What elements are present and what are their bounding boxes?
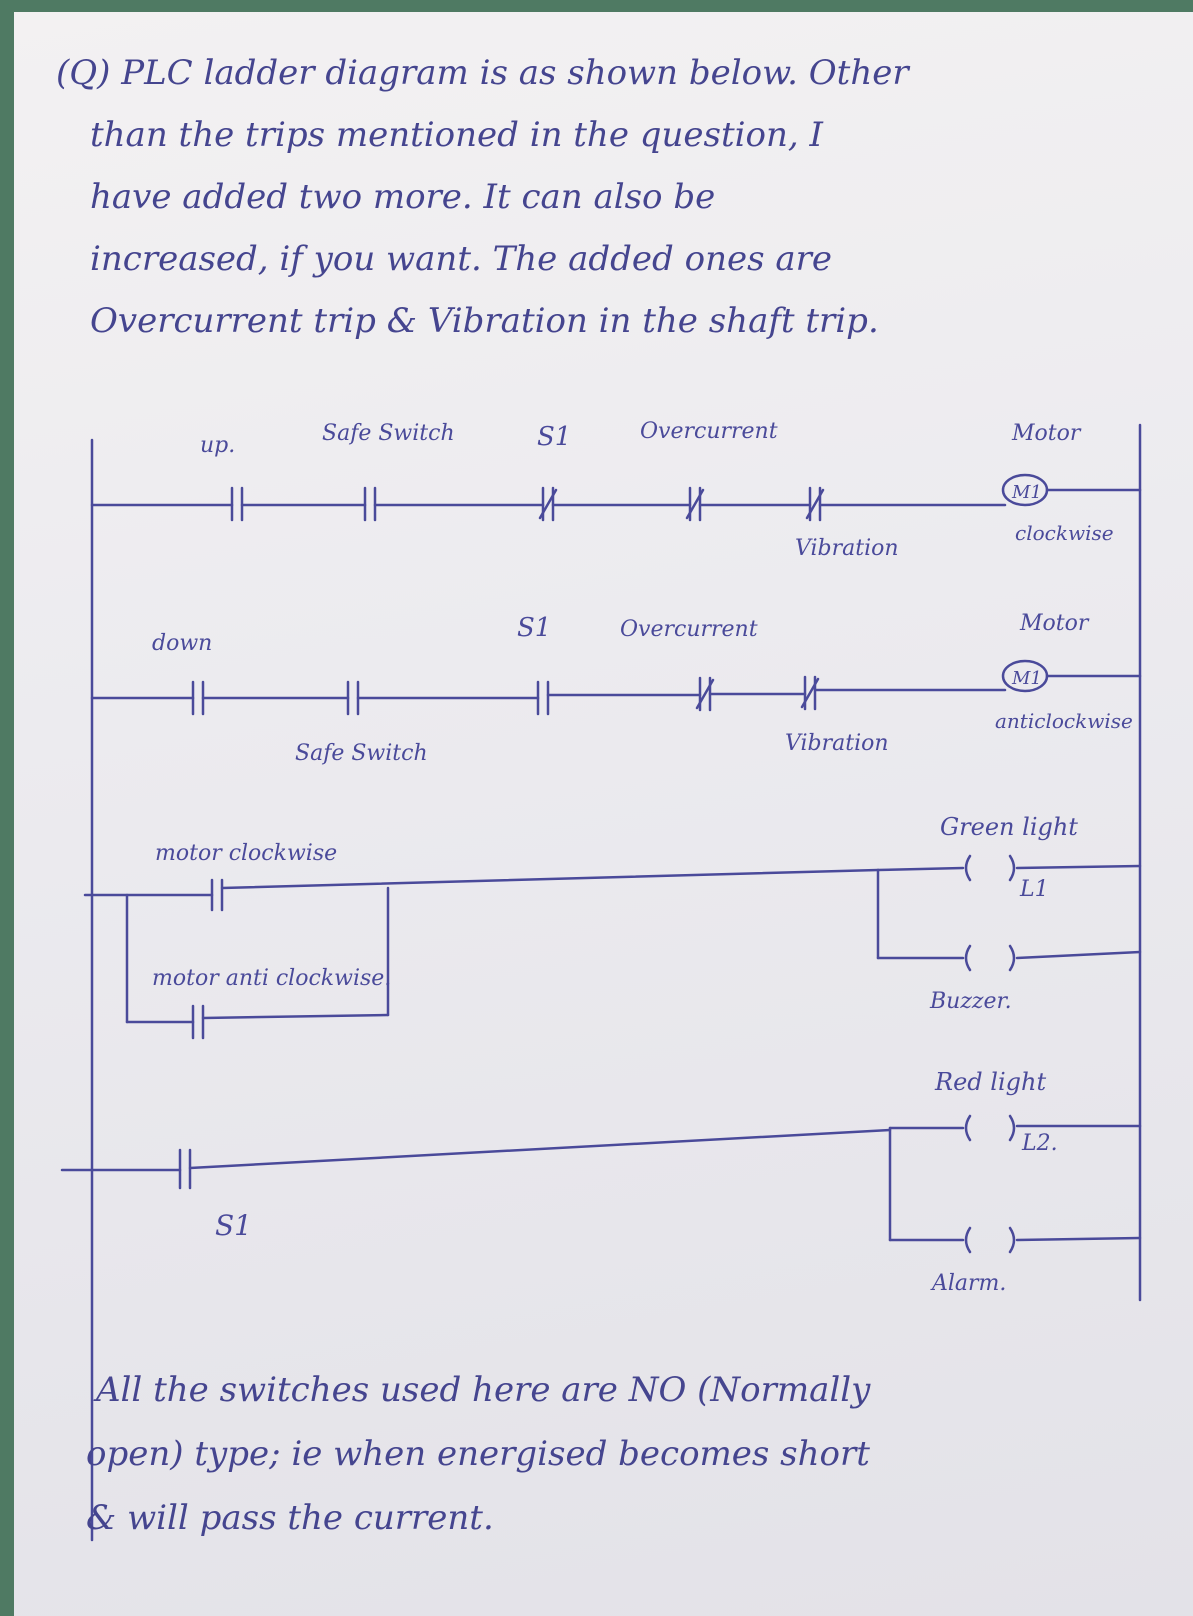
intro-line: increased, if you want. The added ones a…	[90, 239, 832, 279]
rung-3	[83, 854, 1142, 1040]
label-red-light: Red light	[934, 1068, 1046, 1096]
rung-1	[90, 473, 1142, 522]
label-green-light: Green light	[940, 813, 1078, 841]
label-overcurrent-1: Overcurrent	[640, 419, 778, 444]
label-overcurrent-2: Overcurrent	[620, 617, 758, 642]
intro-line: than the trips mentioned in the question…	[90, 115, 823, 155]
label-s1-2: S1	[517, 613, 551, 643]
label-alarm: Alarm.	[930, 1271, 1006, 1296]
label-anticlockwise: anticlockwise	[995, 709, 1133, 733]
label-buzzer: Buzzer.	[929, 989, 1012, 1014]
rung-2	[90, 659, 1142, 716]
label-safe-switch-1: Safe Switch	[322, 421, 455, 446]
rung-4	[60, 1114, 1142, 1254]
coil-motor-label-1: Motor	[1011, 421, 1082, 446]
label-motor-clockwise: motor clockwise	[155, 841, 337, 866]
label-safe-switch-2: Safe Switch	[295, 741, 428, 766]
label-vibration-2: Vibration	[785, 731, 889, 756]
coil-id-2: M1	[1011, 668, 1042, 689]
note-paragraph: All the switches used here are NO (Norma…	[86, 1358, 870, 1550]
label-s1-1: S1	[537, 422, 571, 452]
intro-line: (Q) PLC ladder diagram is as shown below…	[56, 53, 909, 93]
note-line: & will pass the current.	[86, 1498, 494, 1538]
intro-line: Overcurrent trip & Vibration in the shaf…	[90, 301, 879, 341]
paper-sheet	[14, 12, 1193, 1616]
coil-motor-label-2: Motor	[1019, 611, 1090, 636]
note-line: open) type; ie when energised becomes sh…	[86, 1434, 870, 1474]
label-vibration-1: Vibration	[795, 536, 899, 561]
intro-line: have added two more. It can also be	[90, 177, 716, 217]
label-l1: L1	[1019, 877, 1049, 902]
label-s1-3: S1	[215, 1209, 252, 1242]
coil-id-1: M1	[1011, 482, 1042, 503]
label-clockwise: clockwise	[1015, 521, 1114, 545]
intro-paragraph: (Q) PLC ladder diagram is as shown below…	[56, 42, 909, 352]
label-motor-anticlockwise: motor anti clockwise.	[152, 966, 391, 991]
label-l2: L2.	[1021, 1131, 1058, 1156]
label-up: up.	[200, 433, 235, 458]
label-down: down	[152, 631, 212, 656]
note-line: All the switches used here are NO (Norma…	[96, 1370, 871, 1410]
